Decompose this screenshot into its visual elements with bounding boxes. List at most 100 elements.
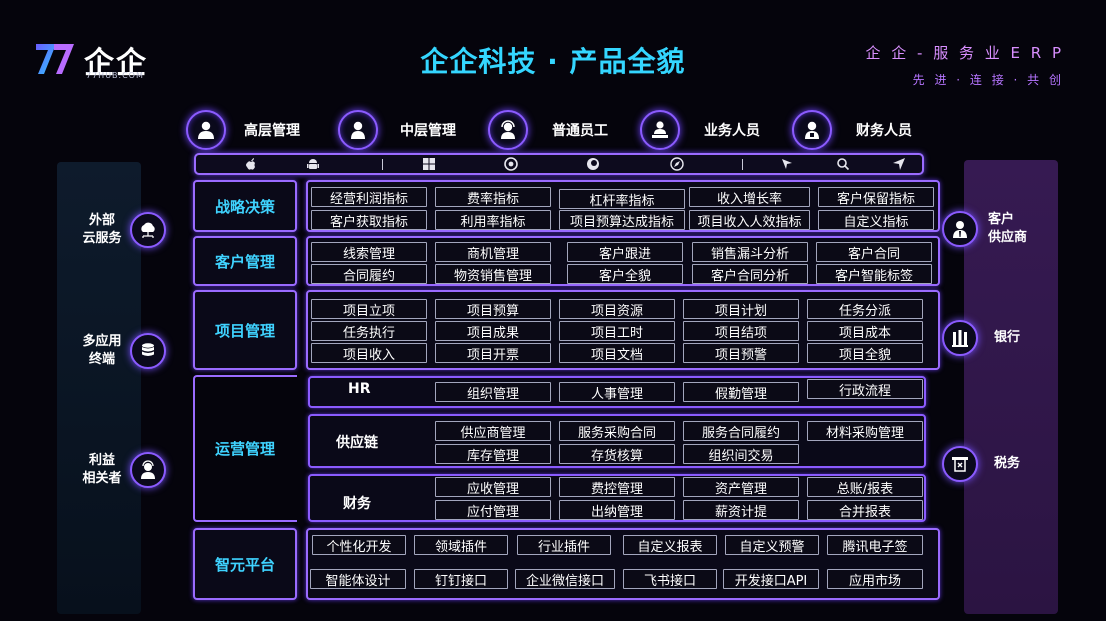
chip[interactable]: 个性化开发 (312, 535, 406, 555)
chip[interactable]: 钉钉接口 (414, 569, 508, 589)
chip[interactable]: 总账/报表 (807, 477, 923, 497)
chip[interactable]: 开发接口API (723, 569, 819, 589)
chip[interactable]: 领域插件 (414, 535, 508, 555)
chip[interactable]: 腾讯电子签 (827, 535, 923, 555)
chip[interactable]: 项目立项 (311, 299, 427, 319)
chip[interactable]: 项目成果 (435, 321, 551, 341)
chip[interactable]: 项目收入 (311, 343, 427, 363)
chip[interactable]: 材料采购管理 (807, 421, 923, 441)
chip[interactable]: 任务分派 (807, 299, 923, 319)
supply-chain-label: 供应链 (336, 435, 378, 451)
chip[interactable]: 项目收入人效指标 (689, 210, 810, 230)
chip[interactable]: 经营利润指标 (311, 187, 427, 207)
chip[interactable]: 客户获取指标 (311, 210, 427, 230)
chip[interactable]: 费率指标 (435, 187, 551, 207)
side-item-bank: 银行 (942, 320, 1020, 356)
chip[interactable]: 客户合同分析 (692, 264, 808, 284)
chip[interactable]: 线索管理 (311, 242, 427, 262)
chip[interactable]: 客户全貌 (567, 264, 683, 284)
role-employee: 普通员工 (488, 110, 608, 150)
safari-icon (670, 157, 684, 171)
chip[interactable]: 商机管理 (435, 242, 551, 262)
chip[interactable]: 出纳管理 (559, 500, 675, 520)
left-side-panel (57, 162, 141, 614)
chip[interactable]: 费控管理 (559, 477, 675, 497)
chip[interactable]: 组织管理 (435, 382, 551, 402)
chip[interactable]: 利用率指标 (435, 210, 551, 230)
chip[interactable]: 合同履约 (311, 264, 427, 284)
chip[interactable]: 项目文档 (559, 343, 675, 363)
section-strategy: 战略决策 (193, 180, 297, 232)
chip[interactable]: 服务采购合同 (559, 421, 675, 441)
role-middle-management: 中层管理 (338, 110, 456, 150)
chip[interactable]: 自定义报表 (623, 535, 717, 555)
role-label: 高层管理 (244, 123, 300, 139)
chip[interactable]: 客户保留指标 (818, 187, 934, 207)
slogan: 企 企 - 服 务 业 E R P 先 进 · 连 接 · 共 创 (865, 42, 1064, 88)
logo-text: 企企 (84, 46, 148, 81)
platform-bar (194, 153, 924, 175)
people-icon (942, 211, 978, 247)
chip[interactable]: 自定义预警 (725, 535, 819, 555)
chip[interactable]: 收入增长率 (689, 187, 810, 207)
chip[interactable]: 任务执行 (311, 321, 427, 341)
chip[interactable]: 客户智能标签 (816, 264, 932, 284)
firefox-icon (587, 158, 599, 170)
manager-icon (186, 110, 226, 150)
chip[interactable]: 自定义指标 (818, 210, 934, 230)
chip[interactable]: 合并报表 (807, 500, 923, 520)
chip[interactable]: 应付管理 (435, 500, 551, 520)
hr-label: HR (348, 381, 371, 397)
finance-label: 财务 (343, 496, 371, 512)
android-icon (307, 159, 319, 169)
side-label: 利益 相关者 (82, 453, 122, 486)
side-item-multi-terminal: 多应用 终端 (70, 333, 166, 369)
chip[interactable]: 行政流程 (807, 379, 923, 399)
chip[interactable]: 组织间交易 (683, 444, 799, 464)
chip[interactable]: 项目预算达成指标 (559, 210, 685, 230)
chip[interactable]: 库存管理 (435, 444, 551, 464)
company-logo: 企企 77HUB.COM (34, 38, 164, 82)
chip[interactable]: 项目工时 (559, 321, 675, 341)
chip[interactable]: 物资销售管理 (435, 264, 551, 284)
chip[interactable]: 客户合同 (816, 242, 932, 262)
role-business-staff: 业务人员 (640, 110, 760, 150)
chip[interactable]: 人事管理 (559, 382, 675, 402)
headset-person-icon (488, 110, 528, 150)
role-senior-management: 高层管理 (186, 110, 300, 150)
chip[interactable]: 假勤管理 (683, 382, 799, 402)
chip[interactable]: 项目计划 (683, 299, 799, 319)
chip[interactable]: 客户跟进 (567, 242, 683, 262)
chip[interactable]: 项目全貌 (807, 343, 923, 363)
chip[interactable]: 项目开票 (435, 343, 551, 363)
chip[interactable]: 应收管理 (435, 477, 551, 497)
section-project: 项目管理 (193, 290, 297, 370)
chip[interactable]: 项目预算 (435, 299, 551, 319)
chip[interactable]: 项目资源 (559, 299, 675, 319)
chip[interactable]: 企业微信接口 (515, 569, 615, 589)
chip[interactable]: 项目预警 (683, 343, 799, 363)
chip[interactable]: 应用市场 (827, 569, 923, 589)
chip[interactable]: 薪资计提 (683, 500, 799, 520)
side-item-stakeholders: 利益 相关者 (70, 452, 166, 488)
logo-domain: 77HUB.COM (86, 71, 144, 80)
chip[interactable]: 供应商管理 (435, 421, 551, 441)
chip[interactable]: 存货核算 (559, 444, 675, 464)
person-icon (338, 110, 378, 150)
cloud-icon (130, 212, 166, 248)
chip[interactable]: 行业插件 (517, 535, 611, 555)
chip[interactable]: 杠杆率指标 (559, 189, 685, 209)
chip[interactable]: 智能体设计 (310, 569, 406, 589)
chip[interactable]: 资产管理 (683, 477, 799, 497)
send-icon (893, 158, 905, 170)
role-label: 业务人员 (704, 123, 760, 139)
chip[interactable]: 项目结项 (683, 321, 799, 341)
chip[interactable]: 服务合同履约 (683, 421, 799, 441)
slogan-line-2: 先 进 · 连 接 · 共 创 (912, 73, 1064, 87)
chip[interactable]: 项目成本 (807, 321, 923, 341)
role-label: 普通员工 (552, 123, 608, 139)
side-label: 客户 供应商 (988, 212, 1028, 245)
chip[interactable]: 飞书接口 (623, 569, 717, 589)
chip[interactable]: 销售漏斗分析 (692, 242, 808, 262)
section-label: 运营管理 (214, 440, 275, 458)
